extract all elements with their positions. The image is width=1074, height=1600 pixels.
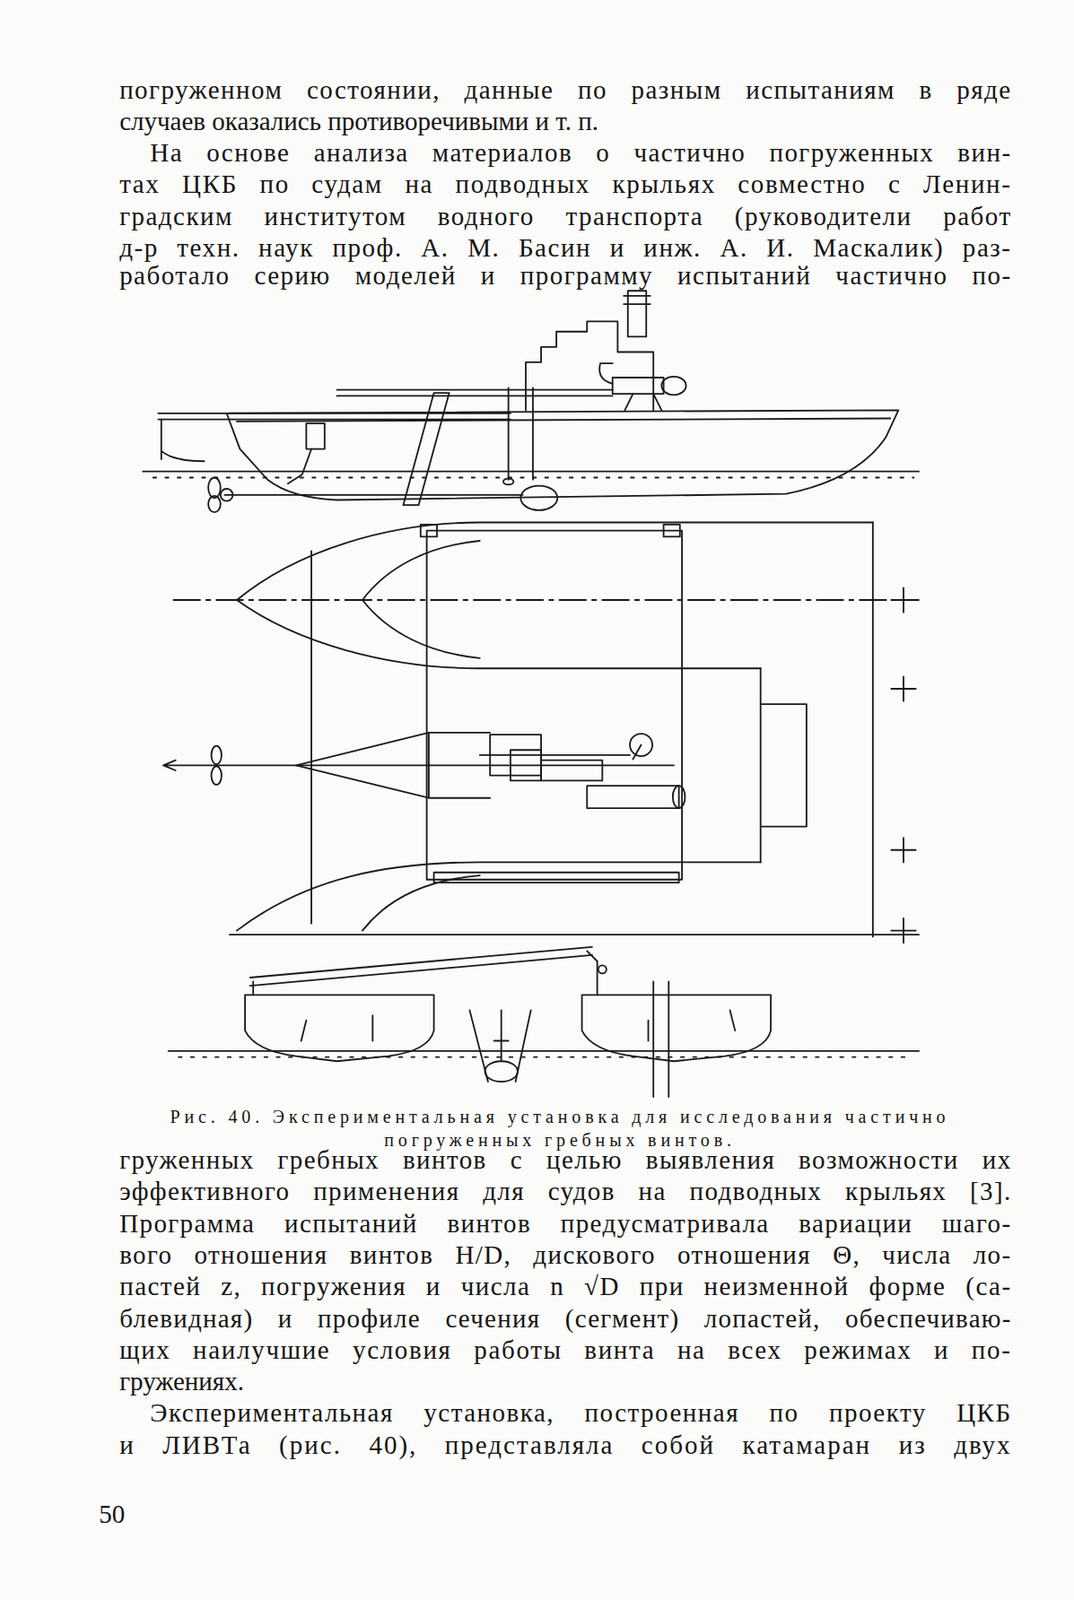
- plan-view-stroke: [672, 785, 686, 809]
- text-line: и ЛИВТа (рис. 40), представляла собой ка…: [119, 1430, 1012, 1462]
- text-line: тах ЦКБ по судам на подводных крыльях со…: [119, 168, 1012, 201]
- plan-view-stroke: [420, 524, 437, 538]
- side-view-stroke: [288, 449, 312, 485]
- front-view-stroke: [301, 1010, 736, 1041]
- front-view-stroke: [582, 995, 771, 1062]
- text-line: вого отношения винтов H/D, дискового отн…: [119, 1239, 1012, 1272]
- plan-view: [163, 523, 919, 944]
- front-view: [168, 947, 919, 1098]
- side-view-stroke: [208, 496, 221, 513]
- plan-view-stroke: [427, 531, 682, 881]
- front-view-stroke: [244, 995, 434, 1062]
- front-view-stroke: [178, 1056, 914, 1059]
- front-view-stroke: [484, 1061, 517, 1083]
- side-view-stroke: [503, 479, 514, 486]
- text-line: гружениях.: [119, 1366, 245, 1398]
- side-view-stroke: [336, 390, 612, 397]
- side-view-stroke: [624, 393, 662, 411]
- text-line: Программа испытаний винтов предусматрива…: [119, 1208, 1012, 1240]
- side-view-stroke: [520, 486, 558, 511]
- text-line: градским институтом водного транспорта (…: [119, 200, 1012, 233]
- front-view-stroke: [253, 951, 597, 996]
- plan-view-stroke: [480, 754, 630, 757]
- plan-view-stroke: [310, 550, 313, 924]
- side-view-stroke: [628, 290, 647, 337]
- plan-view-stroke: [434, 873, 680, 883]
- side-view-stroke: [157, 413, 511, 420]
- text-line: погруженном состоянии, данные по разным …: [119, 74, 1012, 106]
- plan-view-stroke: [211, 766, 222, 785]
- front-view-stroke: [250, 947, 593, 987]
- side-view-stroke: [227, 410, 900, 500]
- text-line: эффективного применения для судов на под…: [119, 1176, 1012, 1208]
- side-view-stroke: [402, 392, 449, 506]
- side-view: [142, 290, 919, 513]
- plan-view-stroke: [173, 599, 919, 602]
- page-number: 50: [98, 1499, 125, 1531]
- text-line: блевидная) и профиле сечения (сегмент) л…: [119, 1303, 1012, 1336]
- plan-view-stroke: [760, 668, 807, 863]
- side-view-stroke: [623, 296, 651, 305]
- plan-view-stroke: [890, 587, 916, 944]
- side-view-stroke: [599, 363, 613, 385]
- side-view-stroke: [224, 494, 523, 497]
- plan-view-stroke: [211, 746, 222, 765]
- side-view-stroke: [661, 376, 686, 395]
- text-line: пастей z, погружения и числа n √D при не…: [119, 1271, 1012, 1303]
- text-line: работало серию моделей и программу испыт…: [119, 260, 1012, 292]
- text-line: На основе анализа материалов о частично …: [149, 137, 1012, 169]
- side-view-stroke: [208, 477, 221, 498]
- text-line: щих наилучшие условия работы винта на вс…: [119, 1335, 1012, 1367]
- plan-view-stroke: [586, 785, 679, 809]
- plan-view-stroke: [541, 760, 603, 782]
- front-view-stroke: [469, 1010, 531, 1083]
- side-view-stroke: [220, 488, 234, 502]
- plan-view-stroke: [632, 745, 641, 760]
- side-view-stroke: [612, 377, 664, 394]
- plan-view-stroke: [362, 875, 481, 931]
- plan-view-stroke: [872, 523, 874, 938]
- plan-view-stroke: [296, 733, 490, 799]
- figure-caption: Рис. 40. Экспериментальная установка для…: [163, 1105, 958, 1153]
- side-view-stroke: [508, 387, 533, 480]
- plan-view-stroke: [229, 934, 919, 936]
- text-line: д-р техн. наук проф. А. М. Басин и инж. …: [119, 232, 1012, 264]
- plan-view-stroke: [163, 760, 674, 771]
- side-view-stroke: [161, 419, 205, 463]
- plan-view-stroke: [362, 541, 481, 659]
- text-line: случаев оказались противоречивыми и т. п…: [119, 105, 599, 138]
- text-line: Экспериментальная установка, построенная…: [149, 1397, 1012, 1430]
- front-view-stroke: [653, 982, 669, 1099]
- side-view-stroke: [525, 321, 654, 411]
- side-view-stroke: [305, 423, 324, 449]
- plan-view-stroke: [236, 523, 874, 601]
- front-view-stroke: [168, 1050, 919, 1053]
- plan-view-stroke: [663, 524, 681, 538]
- front-view-stroke: [598, 965, 607, 974]
